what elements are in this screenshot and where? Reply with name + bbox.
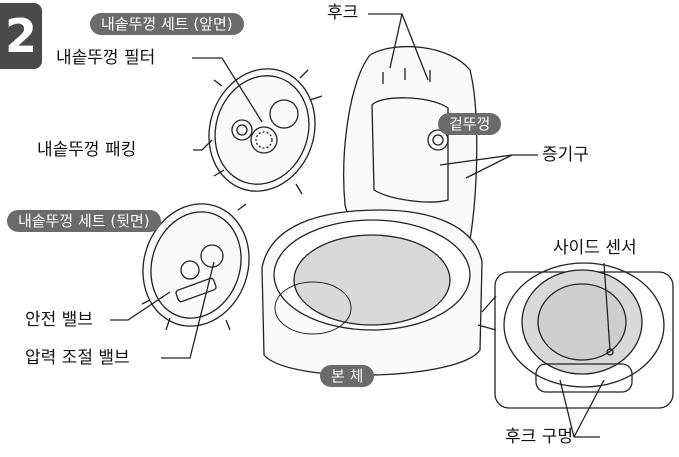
- inner-lid-set-back-label: 내솥뚜껑 세트 (뒷면): [7, 210, 161, 232]
- outer-lid-label: 겉뚜껑: [438, 113, 502, 135]
- inner-lid-front-drawing: [208, 68, 323, 195]
- leader-lines: [110, 13, 611, 438]
- hook-hole-label: 후크 구멍: [505, 427, 573, 447]
- pressure-valve-label: 압력 조절 밸브: [25, 348, 130, 368]
- inner-lid-back-drawing: [141, 203, 250, 331]
- outer-lid-drawing: [343, 45, 478, 251]
- step-badge: 2: [0, 3, 42, 69]
- hook-label: 후크: [327, 3, 359, 23]
- inner-lid-filter-label: 내솥뚜껑 필터: [56, 48, 156, 68]
- inner-lid-packing-label: 내솥뚜껑 패킹: [37, 140, 137, 160]
- steam-vent-label: 증기구: [542, 145, 589, 165]
- body-drawing: [261, 209, 483, 376]
- side-sensor-inset-drawing: [494, 262, 674, 409]
- safety-valve-label: 안전 밸브: [25, 310, 93, 330]
- body-label: 본 체: [320, 365, 375, 387]
- side-sensor-label: 사이드 센서: [553, 238, 637, 258]
- inner-lid-set-front-label: 내솥뚜껑 세트 (앞면): [90, 13, 244, 35]
